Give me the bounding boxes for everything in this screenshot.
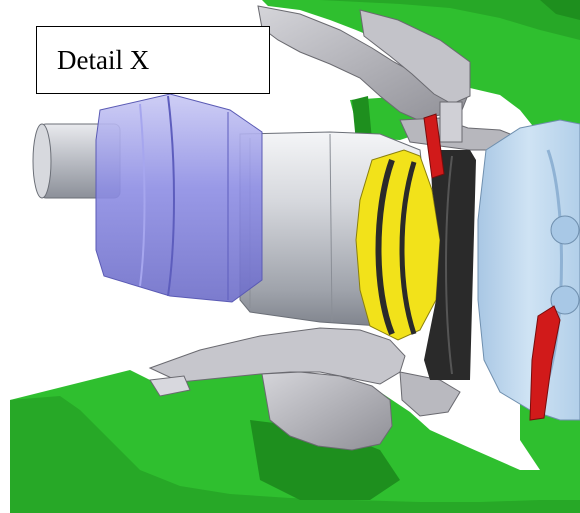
- detail-label-box: Detail X: [36, 26, 270, 94]
- sleeve: [95, 93, 263, 303]
- retainer-clips: [423, 113, 561, 421]
- seal: [355, 149, 476, 380]
- detail-label-text: Detail X: [57, 44, 150, 75]
- bearing-assembly: [477, 119, 580, 421]
- casting-section-lower: [148, 327, 461, 451]
